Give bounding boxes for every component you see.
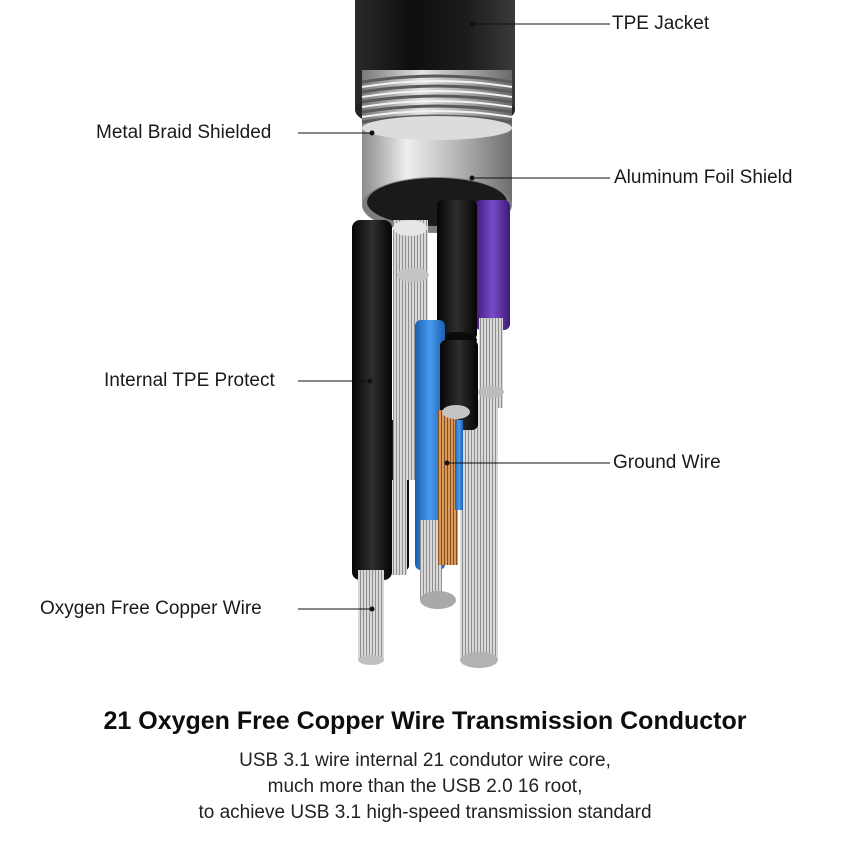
aluminum-foil-shape <box>362 116 512 233</box>
callout-copper-wire: Oxygen Free Copper Wire <box>40 598 262 619</box>
description-line-1: USB 3.1 wire internal 21 condutor wire c… <box>239 750 611 771</box>
headline: 21 Oxygen Free Copper Wire Transmission … <box>103 707 747 735</box>
callout-internal-tpe: Internal TPE Protect <box>104 370 275 391</box>
callout-metal-braid: Metal Braid Shielded <box>96 122 272 143</box>
description-line-3: to achieve USB 3.1 high-speed transmissi… <box>198 802 652 823</box>
leader-lines <box>298 21 610 612</box>
callout-tpe-jacket: TPE Jacket <box>612 13 710 34</box>
callout-ground-wire: Ground Wire <box>613 452 721 473</box>
inner-wires <box>352 200 510 668</box>
description-line-2: much more than the USB 2.0 16 root, <box>267 776 583 797</box>
callout-aluminum-foil: Aluminum Foil Shield <box>614 167 793 188</box>
